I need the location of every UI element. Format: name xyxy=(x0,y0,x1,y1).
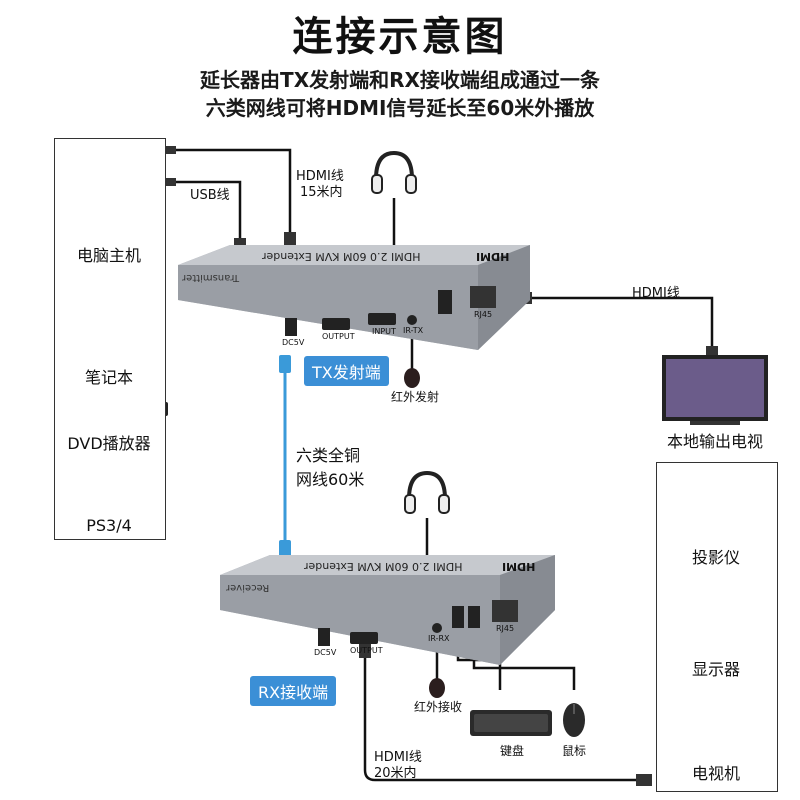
source-panel xyxy=(54,138,166,540)
hdmi-out-label-2: 20米内 xyxy=(374,766,417,781)
tx-port-rj45: RJ45 xyxy=(474,310,493,319)
hdmi-input-cable xyxy=(172,148,292,250)
tx-port-output: OUTPUT xyxy=(322,332,355,341)
hdmi-out-label-1: HDMI线 xyxy=(374,750,422,765)
mouse-icon xyxy=(563,703,585,737)
network-cable-label-1: 六类全铜 xyxy=(296,446,361,465)
headphone-icon xyxy=(371,150,417,194)
page-title: 连接示意图 xyxy=(292,14,508,60)
tx-hdmi-logo: HDMI xyxy=(476,250,510,263)
tx-device xyxy=(178,245,530,350)
pc-label: 电脑主机 xyxy=(76,246,141,265)
ir-emitter-head xyxy=(404,368,420,388)
local-tv-label: 本地输出电视 xyxy=(666,432,763,451)
ir-receiver-head xyxy=(429,678,445,698)
dvd-label: DVD播放器 xyxy=(67,434,151,453)
keyboard-label: 键盘 xyxy=(500,744,525,758)
tx-top-text: HDMI 2.0 60M KVM Extender xyxy=(262,250,421,263)
tv-label: 电视机 xyxy=(691,764,740,783)
tx-side-text: Transmitter xyxy=(182,272,240,283)
hdmi-local-label: HDMI线 xyxy=(632,286,680,301)
rx-port-dc: DC5V xyxy=(314,648,337,657)
keyboard-icon xyxy=(470,710,552,736)
rx-side-text: Receiver xyxy=(226,582,270,593)
local-tv-icon xyxy=(662,355,768,425)
laptop-label: 笔记本 xyxy=(84,368,133,387)
monitor-label: 显示器 xyxy=(691,660,740,679)
tx-port-dc: DC5V xyxy=(282,338,305,347)
rx-badge: RX接收端 xyxy=(250,676,337,706)
rx-device xyxy=(220,555,555,665)
tx-port-ir: IR-TX xyxy=(403,326,424,335)
ps-label: PS3/4 xyxy=(86,516,132,535)
rx-hdmi-logo: HDMI xyxy=(502,560,536,573)
usb-cable xyxy=(172,180,242,250)
hdmi-output-cable xyxy=(363,650,640,782)
hdmi-in-label-2: 15米内 xyxy=(300,185,343,200)
tx-port-input: INPUT xyxy=(372,327,396,336)
hdmi-plug-rx xyxy=(359,642,371,658)
ir-receiver-label: 红外接收 xyxy=(414,700,463,714)
mouse-label: 鼠标 xyxy=(562,744,587,758)
rj45-plug-top xyxy=(279,355,291,373)
rx-top-text: HDMI 2.0 60M KVM Extender xyxy=(304,560,463,573)
ir-emitter-label: 红外发射 xyxy=(391,390,440,404)
rx-port-ir: IR-RX xyxy=(428,634,450,643)
usb-cable-label: USB线 xyxy=(190,188,230,203)
projector-label: 投影仪 xyxy=(691,548,740,567)
tx-badge: TX发射端 xyxy=(304,356,389,386)
display-panel xyxy=(656,462,778,792)
rx-port-rj45: RJ45 xyxy=(496,624,515,633)
network-cable-label-2: 网线60米 xyxy=(296,470,365,489)
subtitle-line-1: 延长器由TX发射端和RX接收端组成通过一条 xyxy=(200,68,600,92)
hdmi-plug-tv2 xyxy=(636,774,652,786)
rx-port-output: OUTPUT xyxy=(350,646,383,655)
headphone-icon-rx xyxy=(404,470,450,514)
hdmi-in-label-1: HDMI线 xyxy=(296,169,344,184)
hdmi-local-cable xyxy=(530,296,714,350)
rj45-plug-bottom xyxy=(279,540,291,558)
subtitle-line-2: 六类网线可将HDMI信号延长至60米外播放 xyxy=(205,96,595,120)
